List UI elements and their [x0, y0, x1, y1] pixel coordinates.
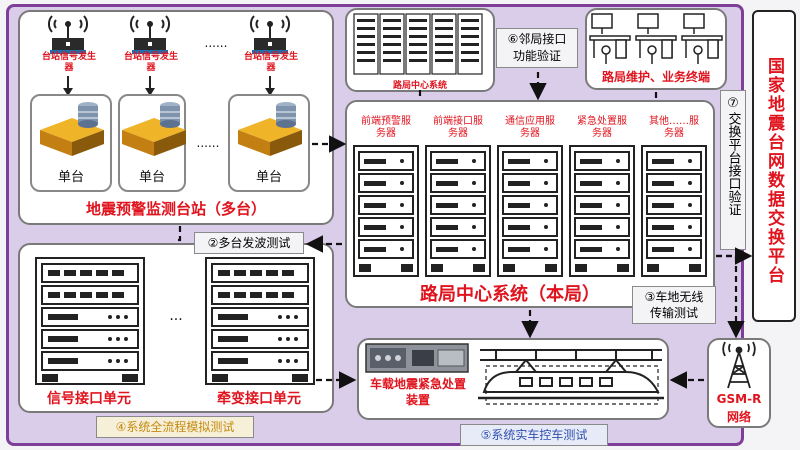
server-rack-icon	[641, 145, 707, 277]
signal-generator-1-label: 台站信号发生器	[42, 52, 97, 73]
signal-generator-3-label: 台站信号发生器	[244, 52, 299, 73]
neighbor-center-caption: 路局中心系统	[392, 81, 447, 91]
center-server-3-title: 通信应用服务器	[505, 116, 555, 139]
stations-dots: ......	[196, 136, 220, 150]
center-server-2-title: 前端接口服务器	[433, 116, 483, 139]
signal-generator-2-label: 台站信号发生器	[124, 52, 179, 73]
server-rack-icon	[497, 145, 563, 277]
stations-to-units-line	[176, 226, 182, 242]
workstation-icon	[681, 13, 723, 64]
real-vehicle-test: ⑤系统实车控车测试	[460, 424, 608, 446]
platform-panel	[752, 10, 796, 322]
signal-generator-2	[130, 15, 170, 54]
station-icon-2	[122, 102, 186, 156]
platform-title: 国家地震台网数据交换平台	[764, 57, 784, 285]
router-icon	[250, 15, 290, 54]
workstation-icon	[589, 13, 631, 64]
station-building-icon	[238, 102, 302, 156]
terminals-icon	[589, 13, 723, 64]
neighbor-test-line2: 功能验证	[512, 49, 561, 63]
station-unit-1-label: 单台	[57, 170, 84, 185]
gsm-label-line2: 网络	[726, 410, 751, 424]
terminals-label: 路局维护、业务终端	[601, 70, 710, 84]
workstation-icon	[635, 13, 677, 64]
station-unit-3-label: 单台	[255, 170, 282, 185]
center-server-1: 前端预警服务器	[352, 116, 420, 276]
center-server-1-title: 前端预警服务器	[361, 116, 411, 139]
radio-tower-icon	[722, 341, 756, 389]
car-ground-test: ③车地无线传输测试	[632, 286, 716, 324]
signal-generator-3	[250, 15, 290, 54]
full-process-test: ④系统全流程模拟测试	[96, 416, 254, 438]
stations-title: 地震预警监测台站（多台）	[85, 200, 266, 218]
device-unit-icon	[365, 343, 469, 373]
signal-interface-label: 信号接口单元	[47, 391, 131, 407]
station-icon-3	[238, 102, 302, 156]
train-body-icon	[482, 359, 660, 393]
center-to-gsm-arrow	[716, 254, 745, 339]
server-rack-icon	[569, 145, 635, 277]
signal-generator-1	[48, 15, 88, 54]
neighbor-interface-test: ⑥邻局接口 功能验证	[496, 28, 578, 68]
vehicle-device-label: 车载地震紧急处置装置	[369, 377, 466, 407]
catenary-icon	[480, 349, 662, 361]
router-icon	[130, 15, 170, 54]
neighbor-servers-icon	[353, 13, 483, 75]
center-server-4: 紧急处置服务器	[568, 116, 636, 276]
neighbor-test-line1: ⑥邻局接口	[507, 32, 567, 46]
exchange-test-number: ⑦	[727, 96, 739, 111]
exchange-interface-test: ⑦ 交换平台接口验证	[720, 90, 746, 250]
center-server-2: 前端接口服务器	[424, 116, 492, 276]
multi-station-test: ②多台发波测试	[194, 232, 304, 254]
station-building-icon	[122, 102, 186, 156]
station-icon-1	[40, 102, 104, 156]
router-icon	[48, 15, 88, 54]
train-dashed-box	[485, 365, 659, 405]
gsm-label-line1: GSM-R	[716, 392, 762, 406]
vehicle-device-icon	[365, 343, 469, 373]
server-rack-icon	[353, 145, 419, 277]
server-rack-icon	[205, 257, 315, 385]
server-rack-icon	[425, 145, 491, 277]
exchange-test-text: 交换平台接口验证	[725, 112, 741, 216]
station-unit-2-label: 单台	[138, 170, 165, 185]
signal-interface-server	[35, 257, 145, 385]
traction-interface-server	[205, 257, 315, 385]
center-system-title: 路局中心系统（本局）	[420, 284, 600, 305]
center-server-racks	[353, 145, 707, 277]
station-building-icon	[40, 102, 104, 156]
center-server-4-title: 紧急处置服务器	[577, 116, 627, 139]
generators-ellipsis: ......	[204, 36, 228, 50]
center-server-5-title: 其他……服务器	[649, 116, 699, 139]
center-server-5: 其他……服务器	[640, 116, 708, 276]
train-icon	[478, 349, 664, 405]
traction-interface-label: 牵变接口单元	[217, 391, 301, 407]
interface-units-dots: ...	[169, 308, 183, 324]
center-server-3: 通信应用服务器	[496, 116, 564, 276]
server-rack-icon	[35, 257, 145, 385]
gsm-tower-icon	[722, 341, 756, 389]
